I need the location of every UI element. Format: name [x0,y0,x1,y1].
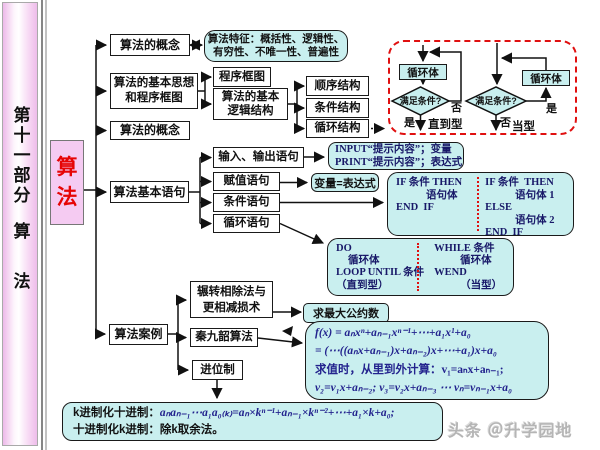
gcd-box: 求最大公约数 [303,303,389,323]
part-label: 第十一部分 [10,106,30,206]
do-while-syntax-box: DO 循环体 LOOP UNTIL 条件 （直到型） WHILE 条件 循环体 … [327,238,514,296]
assignment-syntax-box: 变量=表达式 [311,173,379,192]
node-conditional-statement: 条件语句 [213,193,280,212]
node-loop-structure: 循环结构 [306,119,369,138]
root-node-algorithm: 算 法 [50,140,84,225]
loop-body-box-while: 循环体 [522,70,570,86]
node-concept-1: 算法的概念 [110,34,190,56]
io-syntax-box: INPUT“提示内容”；变量 PRINT“提示内容”；表达式 [328,142,464,170]
subject-char-1: 算 [10,222,30,242]
node-basic-logic-structure: 算法的基本 逻辑结构 [213,88,288,120]
label-no-until: 否 [451,102,462,114]
node-concept-2: 算法的概念 [110,121,190,140]
node-io-statement: 输入、输出语句 [213,147,304,168]
node-algorithm-features: 算法特征：概括性、逻辑性、 有穷性、不唯一性、普遍性 [204,30,348,62]
if-box-divider [476,177,479,231]
label-no-while: 否 [500,117,511,129]
back-arrowhead-icon [282,326,293,336]
node-assignment-statement: 赋值语句 [213,172,280,191]
node-cases: 算法案例 [109,324,168,345]
separator-line-dark [41,0,43,450]
separator-line-light [44,0,47,450]
node-program-flowchart: 程序框图 [213,67,271,87]
part-title-sidebar: 第十一部分 算 法 [2,2,38,446]
watermark: 头条 ＠升学园地 [448,423,573,440]
base-conversion-label-1: k进制化十进制： [73,406,160,419]
node-euclid-method: 辗转相除法与 更相减损术 [190,281,273,318]
if-syntax-box: IF 条件 THEN 语句体 END IF IF 条件 THEN 语句体 1 E… [387,172,574,238]
label-yes-while: 是 [546,103,557,115]
label-until-type: 直到型 [428,119,463,131]
node-loop-statement: 循环语句 [213,214,280,233]
root-char-1: 算 [56,156,78,179]
node-statements: 算法基本语句 [110,181,189,203]
horner-formula-box: f(x) = aₙxⁿ+aₙ₋₁xⁿ⁻¹+⋯+a₁x¹+a₀ = (⋯((aₙx… [305,321,549,400]
base-conversion-box: k进制化十进制：aₙaₙ₋₁⋯a₁a₀₍ₖ₎=aₙ×kⁿ⁻¹+aₙ₋₁×kⁿ⁻²… [62,402,443,441]
do-box-divider [416,243,419,291]
node-basic-idea: 算法的基本思想 和程序框图 [110,73,198,109]
base-conversion-formula: aₙaₙ₋₁⋯a₁a₀₍ₖ₎=aₙ×kⁿ⁻¹+aₙ₋₁×kⁿ⁻²+⋯+a₁×k+… [159,406,395,419]
subject-char-2: 法 [10,272,30,292]
label-while-type: 当型 [512,121,535,133]
node-number-base: 进位制 [192,360,243,380]
condition-label-until: 满足条件? [399,96,442,106]
condition-label-while: 满足条件? [475,96,517,106]
loop-body-box-until: 循环体 [399,64,447,80]
node-sequence-structure: 顺序结构 [306,76,369,96]
base-conversion-label-2: 十进制化k进制：除k取余法。 [73,424,224,437]
root-char-2: 法 [56,186,78,209]
label-yes-until: 是 [404,117,415,129]
node-qin-jiushao: 秦九韶算法 [190,328,258,347]
node-conditional-structure: 条件结构 [306,98,369,118]
loop-flowchart-zone [388,40,577,135]
